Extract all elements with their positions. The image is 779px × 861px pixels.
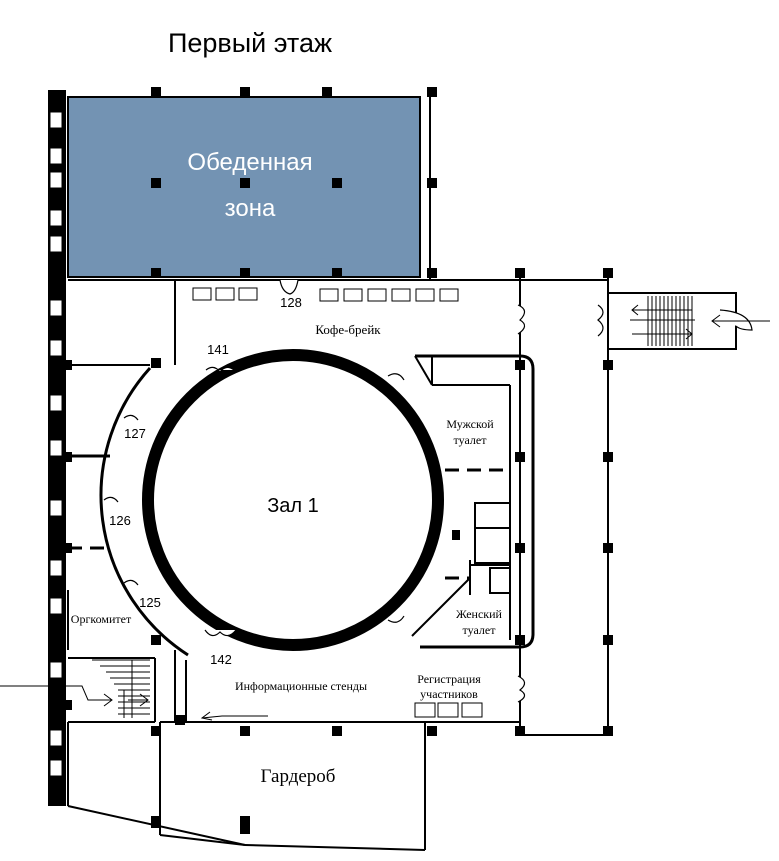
dining-zone-label-2: зона bbox=[225, 195, 276, 222]
door-142-label: 142 bbox=[210, 652, 232, 667]
dining-zone-label-1: Обеденная bbox=[187, 149, 312, 176]
interior-walls bbox=[67, 97, 737, 851]
door-128-label: 128 bbox=[280, 295, 302, 310]
right-stair bbox=[630, 296, 695, 346]
cloakroom-label: Гардероб bbox=[261, 766, 336, 787]
info-stands-label: Информационные стенды bbox=[235, 679, 367, 693]
dashed-partitions bbox=[68, 468, 510, 580]
registration-label-2: участников bbox=[420, 687, 478, 701]
left-stair bbox=[92, 659, 150, 718]
coffee-break-label: Кофе-брейк bbox=[315, 322, 381, 337]
registration-desks bbox=[414, 702, 483, 718]
door-125-label: 125 bbox=[139, 595, 161, 610]
hall-1 bbox=[142, 349, 444, 651]
door-symbols bbox=[103, 279, 753, 703]
right-stair-arrows bbox=[631, 304, 770, 340]
womens-wc-label-1: Женский bbox=[456, 607, 502, 621]
door-127-label: 127 bbox=[124, 426, 146, 441]
ring-corridor-wall bbox=[99, 366, 189, 657]
wc-block bbox=[411, 354, 535, 649]
door-126-label: 126 bbox=[109, 513, 131, 528]
info-stands-pointer bbox=[200, 711, 268, 721]
womens-wc-label-2: туалет bbox=[463, 623, 497, 637]
left-entry-arrow bbox=[0, 685, 149, 707]
registration-label-1: Регистрация bbox=[417, 672, 481, 686]
columns bbox=[62, 87, 613, 834]
west-wall bbox=[48, 90, 66, 806]
mens-wc-label-1: Мужской bbox=[446, 417, 494, 431]
org-committee-label: Оргкомитет bbox=[71, 612, 132, 626]
coffee-tables bbox=[192, 287, 459, 302]
floor-title: Первый этаж bbox=[168, 28, 332, 58]
hall-1-label: Зал 1 bbox=[267, 495, 319, 517]
mens-wc-label-2: туалет bbox=[454, 433, 488, 447]
door-141-label: 141 bbox=[207, 342, 229, 357]
